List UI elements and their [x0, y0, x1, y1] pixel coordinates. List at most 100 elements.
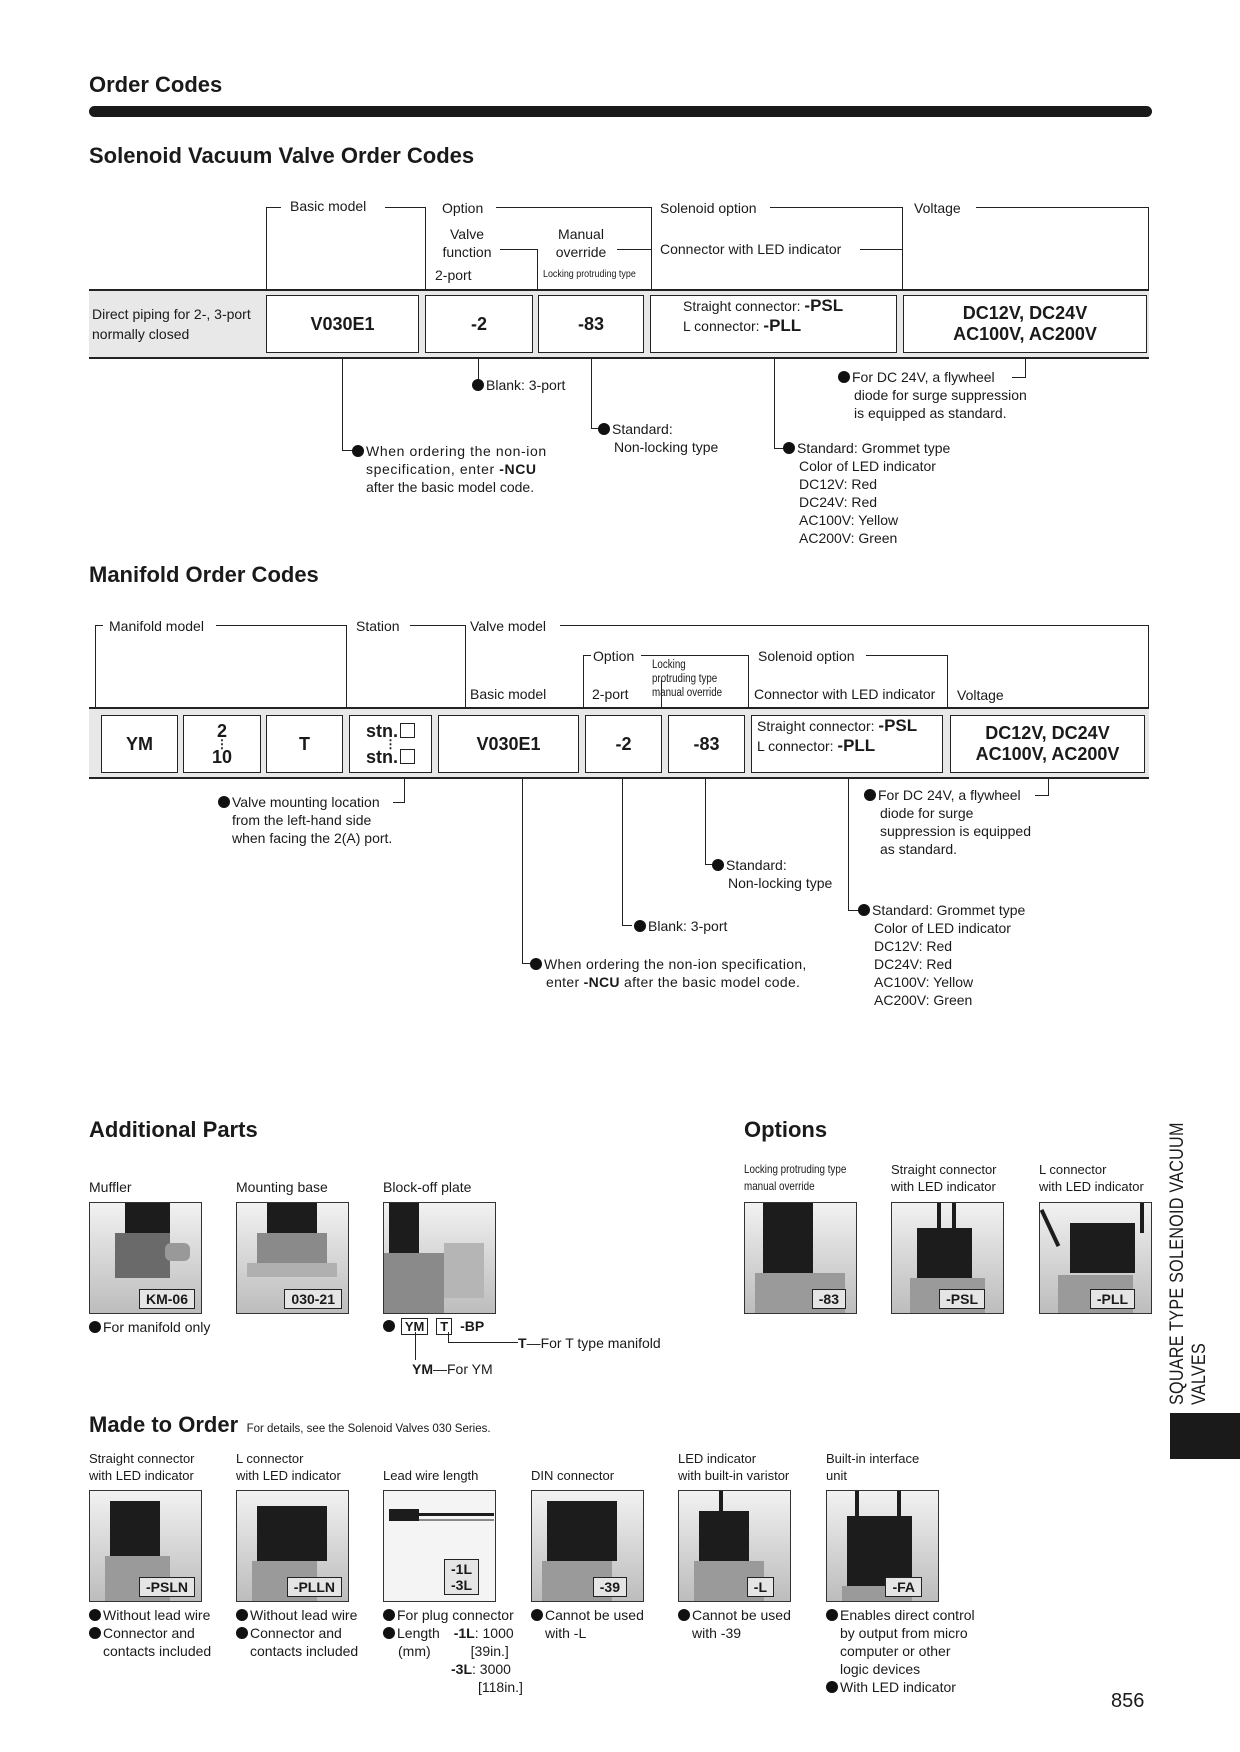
- manifold-note-led: Standard: Grommet type Color of LED indi…: [858, 901, 1025, 1009]
- manifold-code-stn: stn. ⋮ stn.: [349, 715, 432, 773]
- mto-2-code: -PLLN: [286, 1577, 342, 1597]
- manifold-code-function: -2: [585, 715, 662, 773]
- mounting-base-label: Mounting base: [236, 1179, 328, 1195]
- muffler-label: Muffler: [89, 1179, 132, 1195]
- manifold-code-connector: Straight connector: -PSL L connector: -P…: [751, 715, 943, 773]
- option-3-photo: -PLL: [1039, 1202, 1152, 1314]
- mto-6-photo: -FA: [826, 1490, 939, 1602]
- mto-2-photo: -PLLN: [236, 1490, 349, 1602]
- plate-ym-note: YM—For YM: [412, 1361, 493, 1377]
- mto-6-notes: Enables direct control by output from mi…: [826, 1606, 975, 1696]
- muffler-code: KM-06: [138, 1289, 195, 1309]
- side-tab-block: [1170, 1413, 1240, 1459]
- manifold-code-override: -83: [668, 715, 745, 773]
- option-2-photo: -PSL: [891, 1202, 1004, 1314]
- valve-hdr-locking: Locking protruding type: [543, 268, 636, 280]
- valve-hdr-valve-function: Valve function: [442, 226, 492, 260]
- manifold-heading: Manifold Order Codes: [89, 562, 319, 587]
- muffler-photo: KM-06: [89, 1202, 202, 1314]
- block-off-plate-photo: [383, 1202, 496, 1314]
- valve-code-function: -2: [425, 295, 533, 353]
- mto-subnote: For details, see the Solenoid Valves 030…: [246, 1423, 491, 1435]
- manifold-hdr-voltage: Voltage: [957, 687, 1004, 703]
- valve-note-diode: For DC 24V, a flywheel diode for surge s…: [838, 368, 1027, 422]
- valve-heading: Solenoid Vacuum Valve Order Codes: [89, 143, 475, 168]
- mto-3-notes: For plug connector Length -1L: 1000 (mm)…: [383, 1606, 523, 1696]
- manifold-note-standard: Standard: Non-locking type: [712, 856, 832, 892]
- manifold-code-ym: YM: [101, 715, 178, 773]
- manifold-note-ncu: When ordering the non-ion specification,…: [530, 955, 807, 991]
- mto-heading-row: Made to Order For details, see the Solen…: [89, 1412, 491, 1438]
- manifold-hdr-model: Manifold model: [109, 618, 204, 634]
- mto-1-photo: -PSLN: [89, 1490, 202, 1602]
- manifold-note-mount: Valve mounting location from the left-ha…: [218, 793, 392, 847]
- valve-note-ncu: When ordering the non-ion specification,…: [352, 442, 547, 496]
- manifold-hdr-locking: Locking protruding type manual override: [652, 659, 723, 699]
- manifold-note-diode: For DC 24V, a flywheel diode for surge s…: [864, 786, 1031, 858]
- option-2-code: -PSL: [939, 1289, 985, 1309]
- option-3-code: -PLL: [1089, 1289, 1135, 1309]
- valve-hdr-connector-led: Connector with LED indicator: [660, 241, 842, 257]
- manifold-hdr-connector-led: Connector with LED indicator: [754, 686, 936, 702]
- mto-5-code: -L: [746, 1577, 774, 1597]
- mto-5-photo: -L: [678, 1490, 791, 1602]
- valve-code-override: -83: [538, 295, 644, 353]
- mto-6-code: -FA: [885, 1577, 922, 1597]
- option-1-code: -83: [811, 1289, 846, 1309]
- mounting-base-photo: 030-21: [236, 1202, 349, 1314]
- valve-note-blank: Blank: 3-port: [472, 376, 565, 394]
- manifold-hdr-station: Station: [356, 618, 400, 634]
- valve-note-standard: Standard: Non-locking type: [598, 420, 718, 456]
- manifold-hdr-2port: 2-port: [592, 686, 629, 702]
- valve-hdr-solenoid-option: Solenoid option: [660, 200, 757, 216]
- valve-note-led: Standard: Grommet type Color of LED indi…: [783, 439, 950, 547]
- muffler-note: For manifold only: [89, 1318, 210, 1336]
- valve-hdr-option: Option: [442, 200, 484, 216]
- title-rule: [89, 106, 1152, 117]
- manifold-code-t: T: [266, 715, 343, 773]
- mto-5-notes: Cannot be used with -39: [678, 1606, 791, 1642]
- additional-heading: Additional Parts: [89, 1117, 258, 1142]
- valve-hdr-manual-override: Manual override: [555, 226, 607, 260]
- manifold-code-model: V030E1: [438, 715, 579, 773]
- mto-heading: Made to Order: [89, 1412, 239, 1437]
- mto-4-code: -39: [592, 1577, 627, 1597]
- plate-t-note: T—For T type manifold: [518, 1335, 661, 1351]
- manifold-hdr-solenoid-option: Solenoid option: [758, 648, 855, 664]
- valve-code-connector: Straight connector: -PSL L connector: -P…: [650, 295, 897, 353]
- mto-3-code: -1L-3L: [444, 1559, 479, 1595]
- mto-4-label: DIN connector: [531, 1468, 615, 1483]
- manifold-hdr-option: Option: [593, 648, 635, 664]
- mto-3-label: Lead wire length: [383, 1468, 479, 1483]
- mto-4-photo: -39: [531, 1490, 644, 1602]
- valve-hdr-basic-model: Basic model: [290, 198, 367, 214]
- mto-4-notes: Cannot be used with -L: [531, 1606, 644, 1642]
- valve-row-label: Direct piping for 2-, 3-port normally cl…: [92, 306, 251, 342]
- section-title: Order Codes: [89, 72, 223, 97]
- manifold-code-station: 2⋮10: [183, 715, 261, 773]
- mto-1-code: -PSLN: [139, 1577, 195, 1597]
- manifold-hdr-basic-model: Basic model: [470, 686, 547, 702]
- block-off-plate-label: Block-off plate: [383, 1179, 472, 1195]
- block-off-plate-code: YM T -BP: [383, 1317, 484, 1336]
- valve-code-model: V030E1: [266, 295, 419, 353]
- valve-hdr-voltage: Voltage: [914, 200, 961, 216]
- option-1-photo: -83: [744, 1202, 857, 1314]
- manifold-hdr-valve-model: Valve model: [470, 618, 547, 634]
- options-heading: Options: [744, 1117, 828, 1142]
- manifold-note-blank: Blank: 3-port: [634, 917, 727, 935]
- mto-2-notes: Without lead wire Connector and contacts…: [236, 1606, 358, 1660]
- side-label: SQUARE TYPE SOLENOID VACUUM VALVES: [1167, 1122, 1210, 1405]
- valve-hdr-2port: 2-port: [435, 267, 472, 283]
- mounting-base-code: 030-21: [284, 1289, 342, 1309]
- page-number: 856: [1111, 1690, 1145, 1712]
